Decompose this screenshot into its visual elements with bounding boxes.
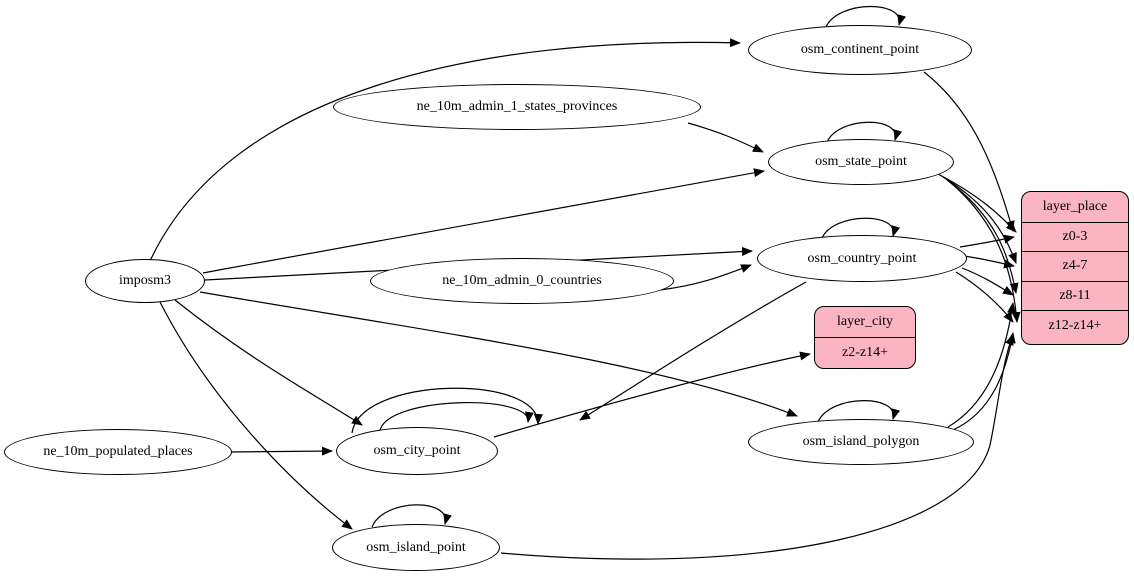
edge-ne_10m_admin_1_states_provinces-to-osm_state_point — [687, 122, 764, 153]
edge-osm_continent_point-to-layer_place-z0-3 — [923, 71, 1015, 232]
node-label: ne_10m_populated_places — [43, 444, 193, 459]
record-row-z12-z14: z12-z14+ — [1022, 310, 1128, 340]
edge-osm_city_point-to-layer_city-z2 — [493, 351, 811, 438]
record-title: layer_city — [837, 314, 893, 329]
node-label: imposm3 — [118, 273, 172, 288]
node-osm_state_point: osm_state_point — [768, 139, 954, 185]
node-imposm3: imposm3 — [85, 259, 205, 303]
self-loop-osm_island_point — [371, 504, 452, 528]
record-layer_city: layer_city z2-z14+ — [814, 306, 916, 369]
self-loop-osm_state_point — [826, 121, 903, 143]
node-osm_city_point: osm_city_point — [336, 427, 498, 475]
record-row-z8-11: z8-11 — [1022, 280, 1128, 311]
node-label: osm_continent_point — [800, 42, 920, 57]
node-osm_island_point: osm_island_point — [332, 524, 500, 571]
self-loop-osm_island_polygon — [817, 400, 901, 423]
node-label: osm_country_point — [807, 250, 917, 266]
edge-osm_country_point-to-osm_city_point — [579, 281, 807, 421]
record-layer_place: layer_place z0-3 z4-7 z8-11 z12-z14+ — [1021, 191, 1129, 345]
edge-osm_country_point-to-layer_place-z8-11 — [961, 267, 1014, 296]
node-label: osm_island_polygon — [802, 434, 920, 449]
self-loop-osm_city_point-inner — [379, 402, 534, 431]
node-osm_country_point: osm_country_point — [757, 235, 967, 282]
edge-osm_island_polygon-to-layer_place-z8-11 — [947, 302, 1017, 428]
edge-imposm3-to-osm_island_polygon — [199, 291, 798, 417]
node-label: ne_10m_admin_0_countries — [442, 273, 602, 288]
node-ne_10m_populated_places: ne_10m_populated_places — [4, 429, 232, 475]
self-loop-osm_country_point — [821, 217, 901, 239]
record-title: layer_place — [1042, 198, 1108, 214]
edge-imposm3-to-osm_city_point — [174, 299, 363, 426]
record-row-z2-z14: z2-z14+ — [815, 337, 915, 368]
edge-osm_country_point-to-layer_place-z4-7 — [963, 255, 1015, 269]
edge-osm_country_point-to-layer_place-z12-z14 — [955, 271, 1014, 323]
edge-osm_island_polygon-to-layer_place-z12-z14 — [952, 332, 1016, 431]
self-loop-osm_continent_point — [825, 5, 907, 28]
node-osm_continent_point: osm_continent_point — [748, 25, 972, 75]
node-osm_island_polygon: osm_island_polygon — [748, 419, 974, 465]
node-ne_10m_admin_1_states_provinces: ne_10m_admin_1_states_provinces — [333, 84, 701, 130]
edge-ne_10m_populated_places-to-osm_city_point — [230, 446, 333, 456]
edge-ne_10m_admin_0_countries-to-osm_country_point — [659, 264, 752, 291]
self-loop-osm_city_point-outer — [351, 387, 543, 434]
node-ne_10m_admin_0_countries: ne_10m_admin_0_countries — [370, 258, 674, 304]
node-label: osm_state_point — [815, 154, 907, 169]
edge-osm_country_point-to-layer_place-z0-3 — [959, 234, 1015, 248]
record-row-z4-7: z4-7 — [1022, 251, 1128, 281]
edge-osm_state_point-to-layer_place-z0-3 — [937, 173, 1017, 233]
edge-osm_island_point-to-layer_place-z12-z14 — [500, 334, 1014, 560]
node-label: osm_city_point — [373, 443, 461, 458]
node-label: ne_10m_admin_1_states_provinces — [416, 99, 618, 114]
edge-osm_state_point-to-layer_place-z4-7 — [942, 176, 1017, 264]
edge-imposm3-to-osm_continent_point — [149, 38, 741, 262]
edge-imposm3-to-osm_state_point — [202, 168, 765, 274]
record-row-z0-3: z0-3 — [1022, 221, 1128, 252]
node-label: osm_island_point — [366, 539, 466, 555]
edge-osm_state_point-to-layer_place-z8-11 — [946, 179, 1019, 294]
edge-imposm3-to-osm_island_point — [159, 301, 353, 530]
